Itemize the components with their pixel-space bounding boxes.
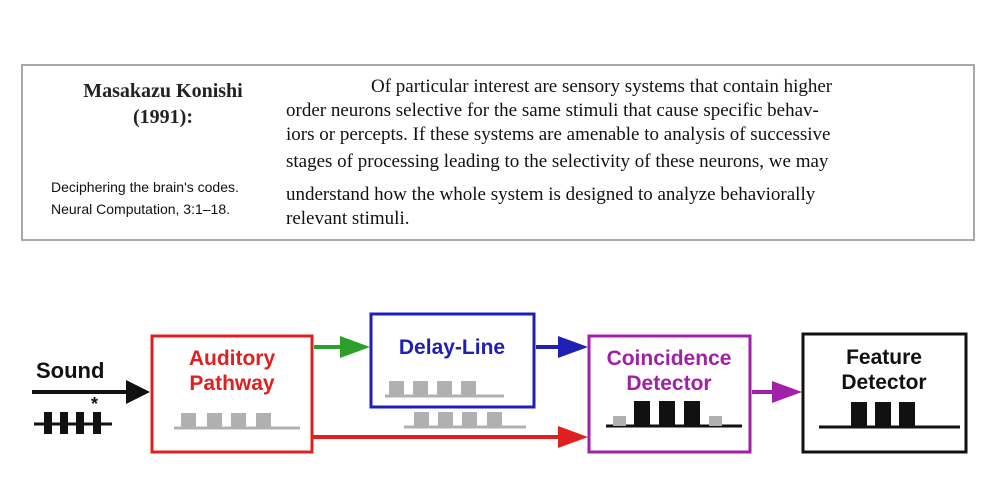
feature-detector-box bbox=[801, 332, 968, 454]
citation-journal: Neural Computation, 3:1–18. bbox=[51, 201, 230, 217]
delay-line-box bbox=[369, 312, 536, 409]
coincidence-detector-label-1: Coincidence bbox=[607, 347, 732, 370]
arrow-to-coincidence-from-delay bbox=[536, 336, 588, 358]
coincidence-pulse-train bbox=[606, 401, 742, 428]
arrow-to-delay-line bbox=[314, 336, 370, 358]
quote-line-3: iors or percepts. If these systems are a… bbox=[286, 124, 831, 145]
direct-pulse-train bbox=[404, 412, 526, 429]
quote-box: Masakazu Konishi (1991): Deciphering the… bbox=[21, 64, 975, 241]
auditory-pathway-box bbox=[150, 334, 314, 454]
coincidence-detector-box bbox=[587, 334, 752, 454]
quote-line-2: order neurons selective for the same sti… bbox=[286, 100, 819, 121]
quote-line-1: Of particular interest are sensory syste… bbox=[371, 76, 833, 97]
arrow-to-feature-detector bbox=[752, 381, 802, 403]
auditory-pathway-label-2: Pathway bbox=[189, 372, 275, 395]
spike-train bbox=[34, 412, 112, 434]
coincidence-detector-label-2: Detector bbox=[626, 372, 711, 395]
feature-detector-label-2: Detector bbox=[841, 371, 926, 394]
auditory-pathway-label-1: Auditory bbox=[189, 347, 276, 370]
auditory-pulse-train bbox=[174, 413, 300, 430]
author-name: Masakazu Konishi bbox=[83, 80, 243, 102]
quote-line-6: relevant stimuli. bbox=[286, 208, 410, 229]
sound-label: Sound bbox=[36, 358, 104, 383]
arrow-direct-pathway bbox=[312, 426, 588, 448]
sound-input-arrow bbox=[32, 380, 150, 404]
feature-pulse-train bbox=[819, 402, 960, 429]
spike-marker: * bbox=[91, 394, 98, 414]
author-year: (1991): bbox=[133, 106, 193, 128]
citation-title: Deciphering the brain's codes. bbox=[51, 179, 239, 195]
quote-line-4: stages of processing leading to the sele… bbox=[286, 151, 829, 172]
delay-pulse-train bbox=[385, 381, 504, 398]
feature-detector-label-1: Feature bbox=[846, 346, 922, 369]
delay-line-label: Delay-Line bbox=[399, 336, 505, 359]
quote-line-5: understand how the whole system is desig… bbox=[286, 184, 816, 205]
